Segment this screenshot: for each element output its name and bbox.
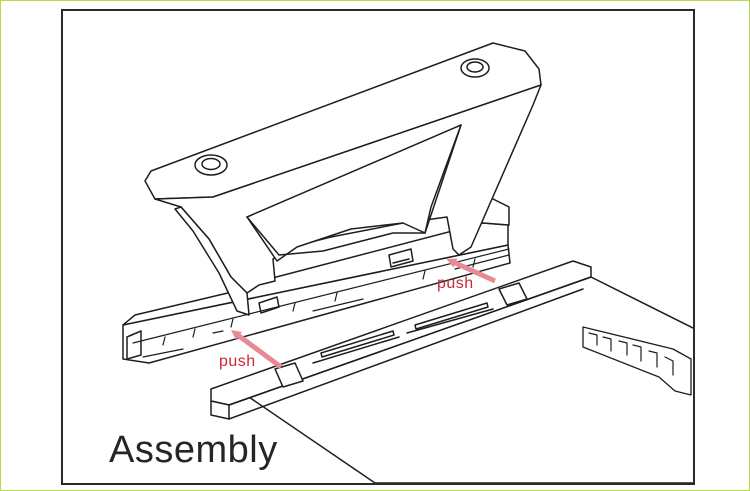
- drive-logo-outline: [582, 326, 692, 396]
- arm-left-leg: [174, 206, 250, 316]
- bracket-stand: [122, 42, 542, 364]
- screw-hole-right: [460, 58, 490, 78]
- arm-window-inner: [246, 124, 462, 256]
- base-rail-top: [122, 222, 509, 326]
- assembly-caption: Assembly: [109, 429, 278, 471]
- push-arrow-left: [230, 330, 283, 370]
- push-label-right: push: [437, 275, 474, 292]
- diagram-frame: push push Assembly: [61, 9, 695, 485]
- rail-slot-1: [320, 330, 395, 358]
- screw-hole-left: [194, 154, 228, 176]
- drive-carrier: [210, 260, 693, 483]
- push-label-left: push: [219, 353, 256, 370]
- rail-clip-left: [274, 362, 304, 388]
- mount-rail-front: [210, 400, 230, 420]
- assembly-drawing: [122, 42, 693, 483]
- base-left-slot: [126, 330, 142, 360]
- push-arrow-right: [446, 258, 497, 284]
- rail-clip-right: [498, 282, 528, 306]
- rail-slot-2: [414, 302, 489, 330]
